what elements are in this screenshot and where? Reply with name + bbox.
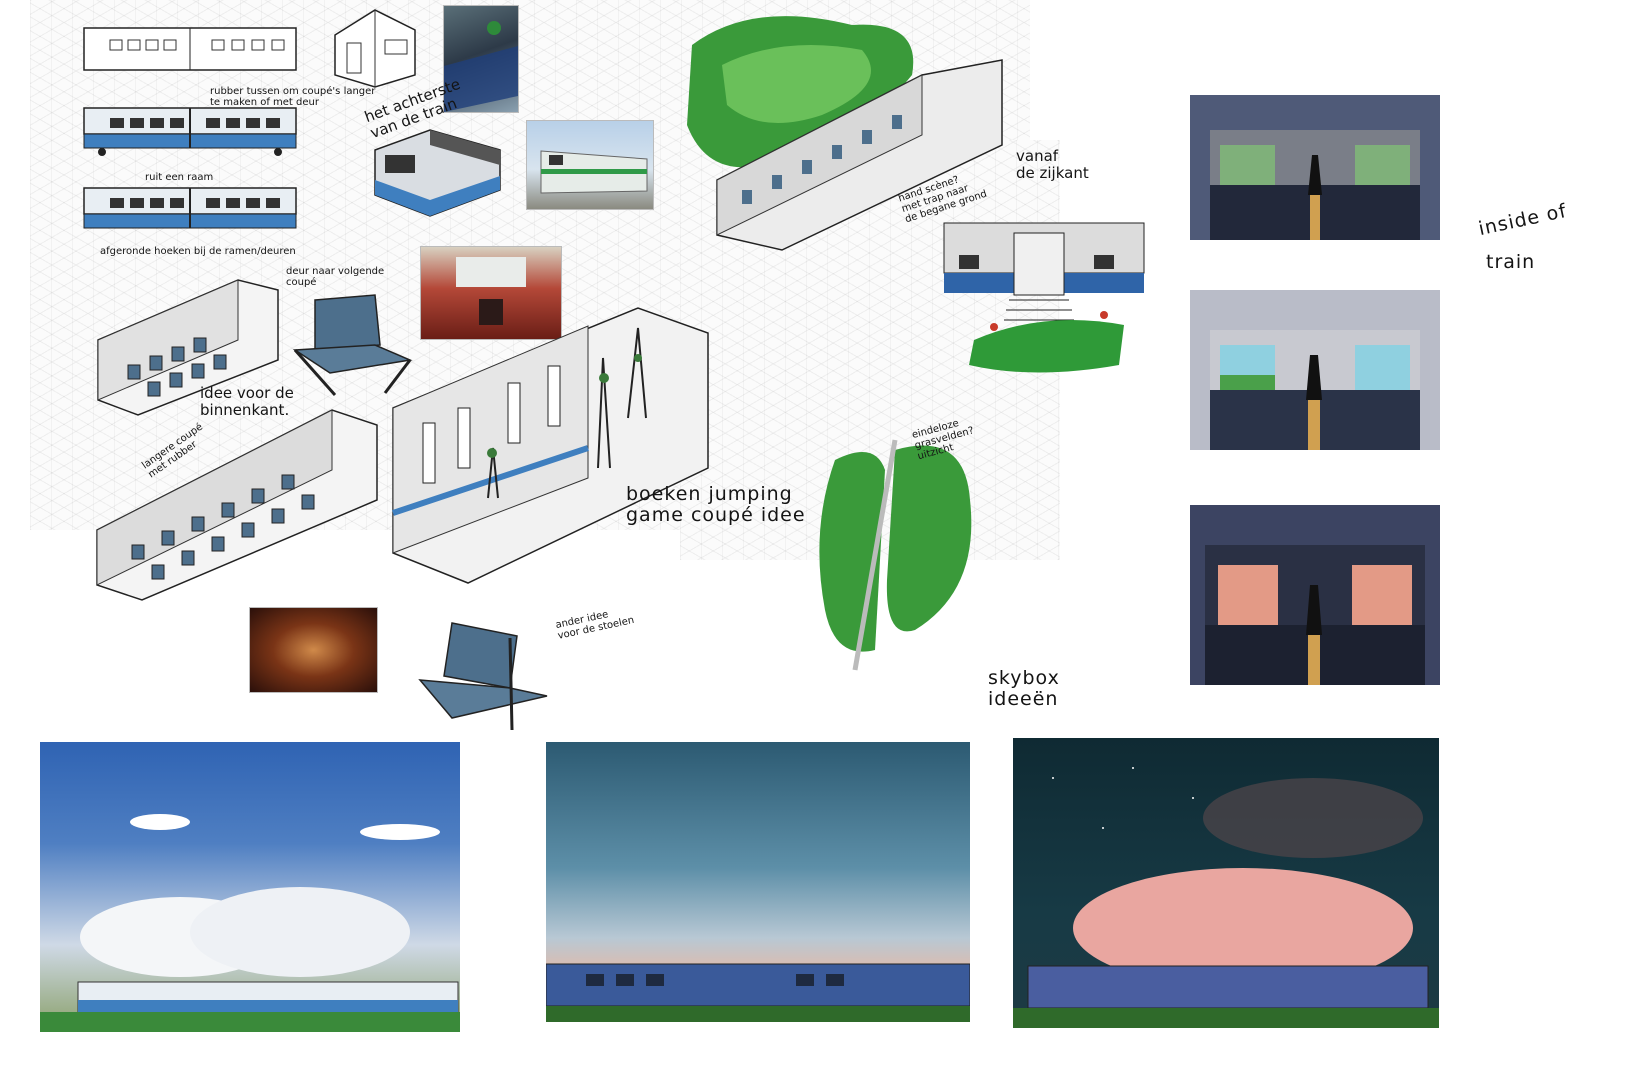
note-door-next-coupe: deur naar volgende coupé	[286, 266, 385, 288]
grass-roof-train-sketch	[687, 16, 1003, 251]
reference-photo-compartment	[420, 246, 562, 340]
train-carriage-blue-sketch-2	[83, 187, 297, 229]
note-rubber: rubber tussen om coupé's langer te maken…	[210, 86, 376, 108]
skybox-night-panel	[1013, 738, 1439, 1028]
note-inside-of: inside of	[1476, 199, 1569, 241]
note-rounded-corners: afgeronde hoeken bij de ramen/deuren	[100, 246, 296, 257]
note-side-view: vanaf de zijkant	[1016, 147, 1089, 182]
reference-photo-station	[443, 5, 519, 113]
skybox-day-panel	[40, 742, 460, 1032]
reference-photo-wooden-interior	[249, 607, 378, 693]
grass-fields-sketch	[819, 439, 972, 671]
note-book-jumping-game: boeken jumping game coupé idee	[626, 483, 806, 526]
train-end-outline-sketch	[334, 9, 416, 88]
train-outline-sketch	[83, 27, 297, 71]
note-one-window: ruit een raam	[145, 172, 214, 183]
train-rear-sketch	[374, 129, 501, 217]
reference-photo-modern-train	[526, 120, 654, 210]
side-view-stairs-sketch	[943, 222, 1145, 373]
interior-isometric-sketch-2	[96, 409, 378, 601]
alternate-seat-sketch	[418, 622, 548, 731]
book-jumping-coupe-sketch	[392, 307, 709, 584]
interior-day-panel	[1190, 95, 1440, 240]
skybox-dusk-panel	[546, 742, 970, 1022]
seat-sketch	[292, 294, 413, 396]
interior-isometric-sketch-1	[97, 279, 279, 416]
note-skybox-ideas: skybox ideeën	[988, 667, 1060, 710]
interior-bright-panel	[1190, 290, 1440, 450]
note-interior-idea: idee voor de binnenkant.	[200, 384, 294, 419]
train-carriage-blue-sketch-1	[83, 107, 297, 156]
note-train: train	[1486, 251, 1536, 273]
interior-dusk-panel	[1190, 505, 1440, 685]
note-other-seats: ander idee voor de stoelen	[554, 609, 636, 642]
